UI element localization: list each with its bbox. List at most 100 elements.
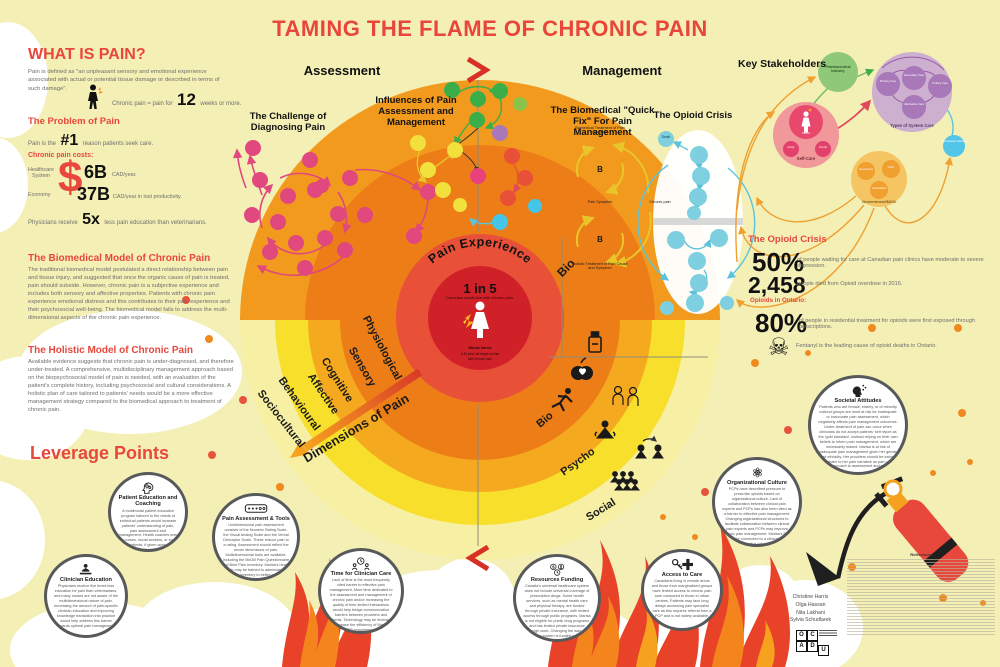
problem-pre: Pain is the [28,141,57,147]
biomedical-model-body: The traditional biomedical model postula… [28,267,230,321]
phys-post: less pain education than veterinarians. [104,220,207,226]
fentanyl-text: Fentanyl is the leading cause of opioid … [796,343,937,349]
phys-pre: Physicians receive [28,220,78,226]
opioid-stats-heading: The Opioid Crisis [748,234,827,245]
gov-node-associations: Associations [871,187,887,190]
credit-name: Nita Lakhani [796,609,825,616]
influences-diagram [410,82,542,230]
costs-heading: Chronic pain costs: [28,152,94,159]
leverage-circle-societal-attitudes: Societal Attitudes Patients who are fema… [808,375,908,475]
conversation-icon [635,435,664,459]
system-care-node-primary: Primary Care [879,79,897,83]
one-in-five-caption: Canadian adults live with chronic pain. [445,295,515,300]
family-label: Family [787,146,795,149]
system-care-node-secondary: Secondary Care [903,73,925,77]
quickfix-loop1-label: B [597,165,603,174]
challenge-spiral-diagram [232,140,436,277]
problem-of-pain-heading: The Problem of Pain [28,116,120,127]
doctor-patient-icon [612,385,639,406]
group-icon [609,471,641,491]
chronic-pain-person-icon [88,84,103,109]
leverage-circle-organizational-culture: Organizational Culture PCPs have describ… [712,457,802,547]
assessment-column-label: Assessment [303,63,381,78]
divider-chevron-bottom [465,544,490,572]
one-in-five-stat: 1 in 5 [463,281,497,296]
leverage-title: Resources Funding [530,577,584,583]
meditation-icon [594,420,616,439]
references-text-lines [847,559,995,635]
educational-institutions-label: Educational Institutions [941,140,968,143]
patient-education-icon [118,480,178,494]
organizational-culture-icon [722,465,792,479]
skull-icon: ☠ [768,333,790,361]
leverage-circle-access-to-care: Access to Care Canadians living in remot… [641,549,723,631]
quickfix-diagram [575,141,652,268]
persona-line2: with chronic pain [468,357,492,361]
runner-icon [551,388,573,412]
leverage-body: Unidimensional pain assessment consists … [222,523,290,581]
quickfix-node-top: Biomedical Treatment of Pain Symptom [575,126,625,135]
leverage-title: Clinician Education [60,577,112,583]
leverage-circle-clinician-education: Clinician Education Physicians receive f… [44,554,128,638]
credit-name: Christine Harris [792,594,829,600]
self-care-patient-icon [801,108,812,133]
pill-bottle-icon [588,331,602,353]
leverage-circle-resources-funding: $ Resources Funding Canada's universal h… [513,554,601,642]
system-care-node-alternative: Alternative Care [903,102,925,106]
gov-node-government: Government [859,168,873,171]
problem-line: Pain is the #1 reason patients seek care… [28,132,248,150]
divider-chevron-top [466,56,491,84]
persona-line1: A 34 year old single mother [460,352,500,356]
leverage-title: Access to Care [661,572,703,578]
access-to-care-icon [651,557,713,571]
ocad-logo: O C A D U [796,626,840,656]
leverage-body: Canadians living in remote areas and tho… [651,579,713,618]
svg-text:$: $ [552,564,555,569]
ocad-logo-letter-c: C [807,630,818,641]
opioid-stat1-num: 50% [752,247,805,277]
stakeholder-pharma-label: Pharmaceutical Industry [825,65,851,73]
opioid-stat2-num: 2,458 [748,272,806,298]
leverage-body: Canada's universal healthcare system doe… [523,584,591,642]
costs-row2-unit: CAD/year in lost productivity. [113,194,182,200]
costs-row1-label: Healthcare System [27,167,55,180]
extinguisher-nozzle [806,552,840,586]
ocad-logo-letter-a: A [796,641,807,652]
government-ngo-label: Government/NGO [862,199,896,204]
system-care-node-tertiary: Tertiary Care [931,81,948,85]
leverage-body: Patients who are female, elderly, or of … [818,405,898,469]
chronic-num: 12 [177,90,196,109]
phys-num: 5x [82,211,100,228]
poster-title: TAMING THE FLAME OF CHRONIC PAIN [272,16,708,41]
stakeholders-heading: Key Stakeholders [738,58,827,70]
patient-label: Patient [801,132,811,135]
leverage-title: Time for Clinician Care [330,571,392,577]
problem-post: reason patients seek care. [82,141,154,147]
opioid-stat2-text: people died from Opioid overdose in 2016… [797,281,903,287]
quickfix-node-bottom: Holistic Treatment of Pain Cause and Sym… [572,262,628,271]
pain-assessment-icon [222,501,290,515]
friends-label: Friends [819,146,827,149]
pain-definition: Pain is defined as "an unpleasant sensor… [28,69,220,92]
opioid-diagram-title: The Opioid Crisis [653,110,733,121]
influences-title: Influences of Pain Assessment and Manage… [375,95,457,128]
time-for-care-icon [328,556,394,570]
ocad-logo-letter-d: D [807,641,818,652]
quickfix-loop2-label: B [597,235,603,244]
leverage-title: Organizational Culture [727,480,787,486]
leverage-title: Societal Attitudes [834,398,882,404]
gov-node-policy: Policy [887,166,895,169]
persona-figure-icon [463,301,489,338]
leverage-body: A multimodal patient education program t… [118,508,178,552]
challenge-title: The Challenge of Diagnosing Pain [249,111,327,133]
opioid-crisis-diagram [637,130,756,315]
apple-icon [571,357,593,380]
leverage-body: Physicians receive five times less educa… [54,584,118,628]
opioid-stat1-text: of people waiting for care at Canadian p… [797,257,984,269]
ocad-logo-letter-u: U [818,645,829,656]
ocad-logo-letter-o: O [796,630,807,641]
credit-name: Olga Hassan [795,601,826,608]
opioid-stat3-num: 80% [755,308,808,338]
holistic-model-heading: The Holistic Model of Chronic Pain [28,345,194,356]
